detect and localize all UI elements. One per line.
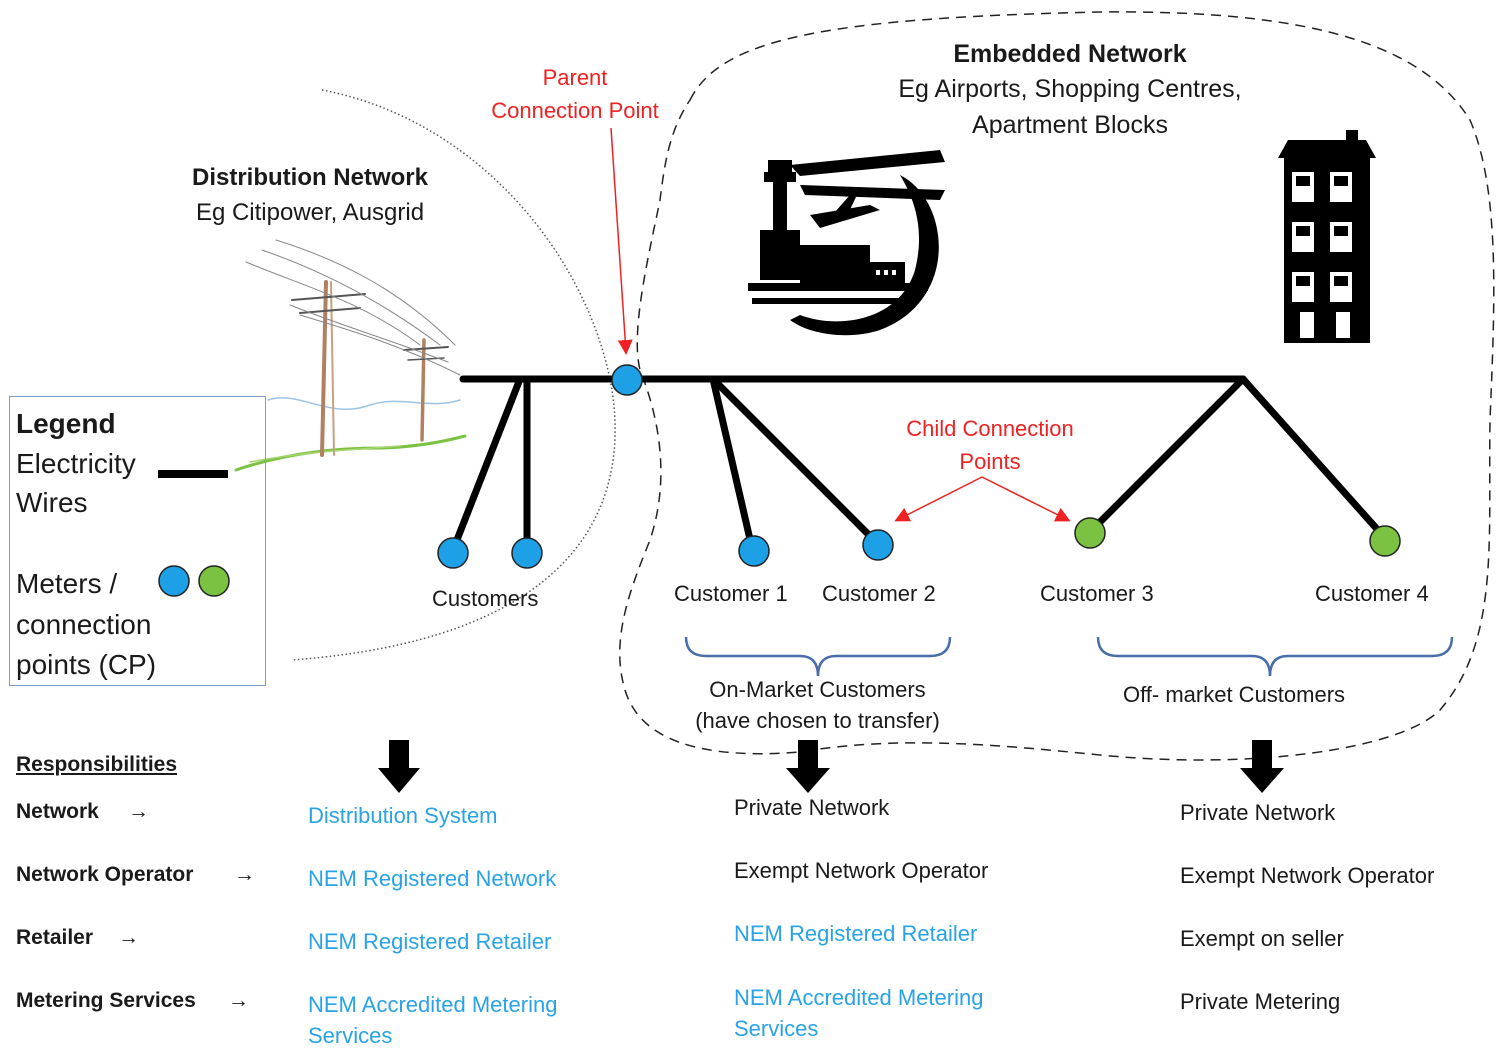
responsibility-operator-label: Network Operator [16,863,194,886]
apartment-building-icon [1278,130,1376,343]
electricity-wires [449,375,1389,554]
annotation-arrows [610,127,1071,522]
legend-wires-label: Electricity [16,448,136,479]
responsibility-network-label: Network [16,800,99,823]
customer-3-label: Customer 3 [1040,581,1154,606]
distribution-retailer-value: NEM Registered Retailer [308,929,552,954]
on-market-network-value: Private Network [734,795,890,820]
down-arrow-icon [378,740,1284,793]
on-market-brace [684,636,952,677]
on-market-metering-value: NEM Accredited Metering [734,985,984,1010]
responsibility-retailer-label: Retailer [16,926,94,949]
embedded-network-subtitle: Apartment Blocks [972,111,1168,139]
arrow-right-icon: → [118,926,139,949]
on-market-label: (have chosen to transfer) [695,708,940,733]
on-market-retailer-value: NEM Registered Retailer [734,921,978,946]
off-market-operator-value: Exempt Network Operator [1180,863,1435,888]
customer-2-label: Customer 2 [822,581,936,606]
legend-title: Legend [16,408,116,439]
distribution-network-subtitle: Eg Citipower, Ausgrid [195,199,425,226]
customer-3-meter [1074,517,1106,549]
child-connection-points-label: Points [959,449,1021,474]
legend-meters-label: points (CP) [16,649,157,680]
responsibility-metering-label: Metering Services [16,989,196,1012]
off-market-brace [1096,636,1454,677]
arrow-right-icon: → [234,863,255,886]
off-market-metering-value: Private Metering [1180,989,1341,1014]
arrow-right-icon: → [128,800,149,823]
responsibilities-heading: Responsibilities [16,753,178,776]
meters [437,364,1401,569]
child-connection-points-label: Child Connection [906,416,1074,441]
distribution-customer-meter [437,537,469,569]
customer-2-meter [862,529,894,561]
off-market-network-value: Private Network [1180,800,1336,825]
embedded-network-subtitle: Eg Airports, Shopping Centres, [898,75,1242,103]
customer-1-meter [738,535,770,567]
on-market-label: On-Market Customers [709,677,926,702]
embedded-network-boundary [619,11,1495,761]
customers-label: Customers [432,586,539,611]
distribution-metering-value: NEM Accredited Metering [308,992,558,1017]
customer-4-meter [1369,525,1401,557]
arrow-right-icon: → [228,989,249,1012]
parent-connection-point-label: Parent [542,65,608,90]
customer-4-label: Customer 4 [1315,581,1429,606]
distribution-customer-meter [511,537,543,569]
parent-connection-point [611,364,643,396]
off-market-label: Off- market Customers [1122,682,1346,707]
legend-box [9,396,266,686]
off-market-retailer-value: Exempt on seller [1180,926,1344,951]
customer-1-label: Customer 1 [674,581,788,606]
legend-wires-label: Wires [16,487,88,518]
distribution-network-title: Distribution Network [191,164,428,191]
legend-meters-label: connection [16,609,152,640]
on-market-operator-value: Exempt Network Operator [734,858,989,883]
power-pole-icon [234,239,467,472]
legend-meters-label: Meters / [16,568,118,599]
embedded-network-title: Embedded Network [953,40,1187,68]
distribution-operator-value: NEM Registered Network [308,866,557,891]
parent-connection-point-label: Connection Point [491,98,659,123]
legend-symbols [158,470,230,597]
on-market-metering-value: Services [734,1016,819,1041]
distribution-network-value: Distribution System [308,803,498,828]
airport-icon [748,150,945,336]
distribution-metering-value: Services [308,1023,393,1048]
